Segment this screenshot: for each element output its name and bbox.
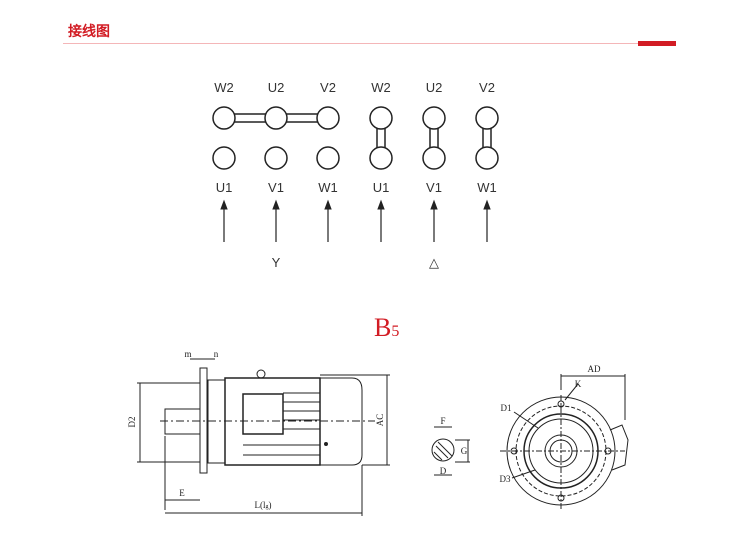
delta-label: △ bbox=[429, 255, 439, 270]
terminal-top-label: U2 bbox=[268, 80, 285, 95]
divider-accent bbox=[638, 41, 676, 46]
terminal-bottom bbox=[422, 146, 446, 170]
motor-front-view bbox=[500, 374, 629, 510]
terminal-bottom bbox=[369, 146, 393, 170]
terminal-top bbox=[369, 106, 393, 130]
arrow-head-icon bbox=[220, 199, 228, 210]
section-title: 接线图 bbox=[68, 23, 110, 39]
dim-n: n bbox=[214, 349, 219, 359]
terminal-top bbox=[264, 106, 288, 130]
terminal-bottom-label: U1 bbox=[373, 180, 390, 195]
divider bbox=[63, 43, 638, 44]
terminal-bottom-label: U1 bbox=[216, 180, 233, 195]
arrow-head-icon bbox=[430, 199, 438, 210]
terminal-top-label: W2 bbox=[214, 80, 234, 95]
dim-D3: D3 bbox=[500, 474, 511, 484]
arrow-head-icon bbox=[324, 199, 332, 210]
terminal-bottom-label: W1 bbox=[477, 180, 497, 195]
terminal-top-label: V2 bbox=[479, 80, 495, 95]
terminal-top bbox=[422, 106, 446, 130]
terminal-bottom bbox=[264, 146, 288, 170]
shaft-section bbox=[431, 426, 470, 476]
terminal-bottom-label: W1 bbox=[318, 180, 338, 195]
dim-D2: D2 bbox=[127, 417, 137, 428]
terminal-top bbox=[212, 106, 236, 130]
terminal-top-label: W2 bbox=[371, 80, 391, 95]
drawing-title: B5 bbox=[374, 313, 399, 342]
terminal-bottom bbox=[212, 146, 236, 170]
dim-L: L(lg) bbox=[255, 500, 272, 510]
star-label: Y bbox=[272, 255, 281, 270]
terminal-top-label: V2 bbox=[320, 80, 336, 95]
arrow-head-icon bbox=[272, 199, 280, 210]
dim-AD: AD bbox=[588, 364, 601, 374]
terminal-bottom-label: V1 bbox=[268, 180, 284, 195]
terminal-bottom bbox=[316, 146, 340, 170]
dim-F: F bbox=[440, 416, 445, 426]
motor-side-view bbox=[137, 358, 390, 516]
arrow-head-icon bbox=[377, 199, 385, 210]
dim-AC: AC bbox=[375, 414, 385, 427]
dim-D1: D1 bbox=[501, 403, 512, 413]
arrow-head-icon bbox=[483, 199, 491, 210]
dim-D: D bbox=[440, 466, 447, 476]
terminal-top-label: U2 bbox=[426, 80, 443, 95]
terminal-bottom-label: V1 bbox=[426, 180, 442, 195]
dim-G: G bbox=[461, 446, 468, 456]
terminal-top bbox=[475, 106, 499, 130]
dim-m: m bbox=[184, 349, 191, 359]
terminal-top bbox=[316, 106, 340, 130]
terminal-bottom bbox=[475, 146, 499, 170]
dim-E: E bbox=[179, 488, 185, 498]
dim-K: K bbox=[575, 379, 582, 389]
